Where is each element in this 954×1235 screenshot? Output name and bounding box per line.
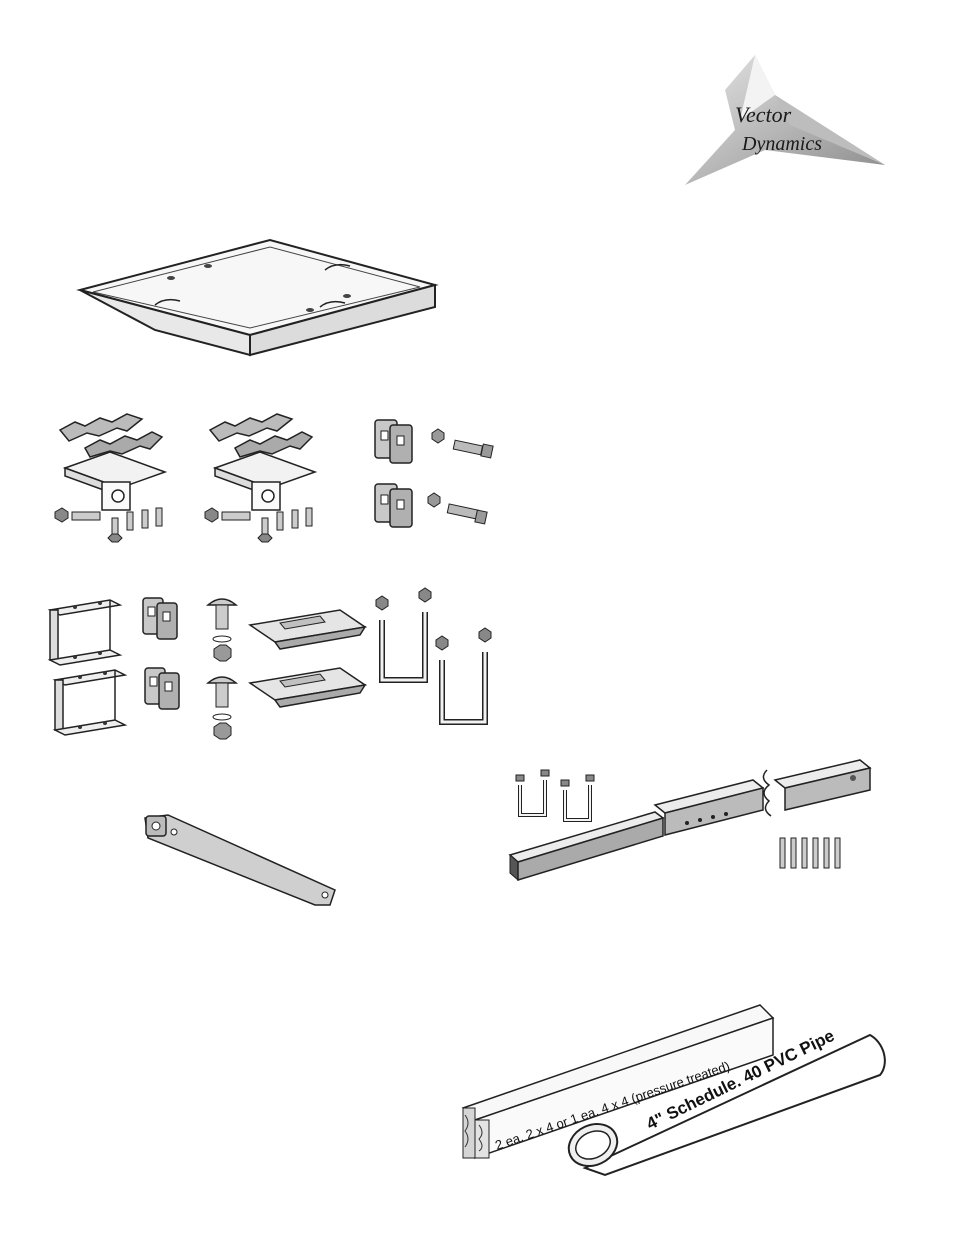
logo-word-dynamics: Dynamics xyxy=(741,133,822,155)
vector-dynamics-logo: Vector Dynamics xyxy=(680,50,895,190)
mounting-tray-plate xyxy=(75,235,445,360)
u-channel-brackets xyxy=(45,595,130,740)
u-bolts-pair xyxy=(370,590,495,730)
flat-support-bar xyxy=(140,810,345,915)
angle-clips-with-bolts xyxy=(370,415,500,540)
telescoping-square-tube-kit xyxy=(505,760,880,890)
wedge-plates xyxy=(245,605,370,715)
carriage-bolts-with-nuts xyxy=(200,595,245,740)
logo-word-vector: Vector xyxy=(735,102,792,127)
bracket-kit-left xyxy=(50,400,180,550)
lumber-and-pvc-pipe: 2 ea. 2 x 4 or 1 ea. 4 x 4 (pressure tre… xyxy=(455,1000,895,1175)
small-angle-clips xyxy=(140,595,195,715)
bracket-kit-right xyxy=(200,400,330,550)
